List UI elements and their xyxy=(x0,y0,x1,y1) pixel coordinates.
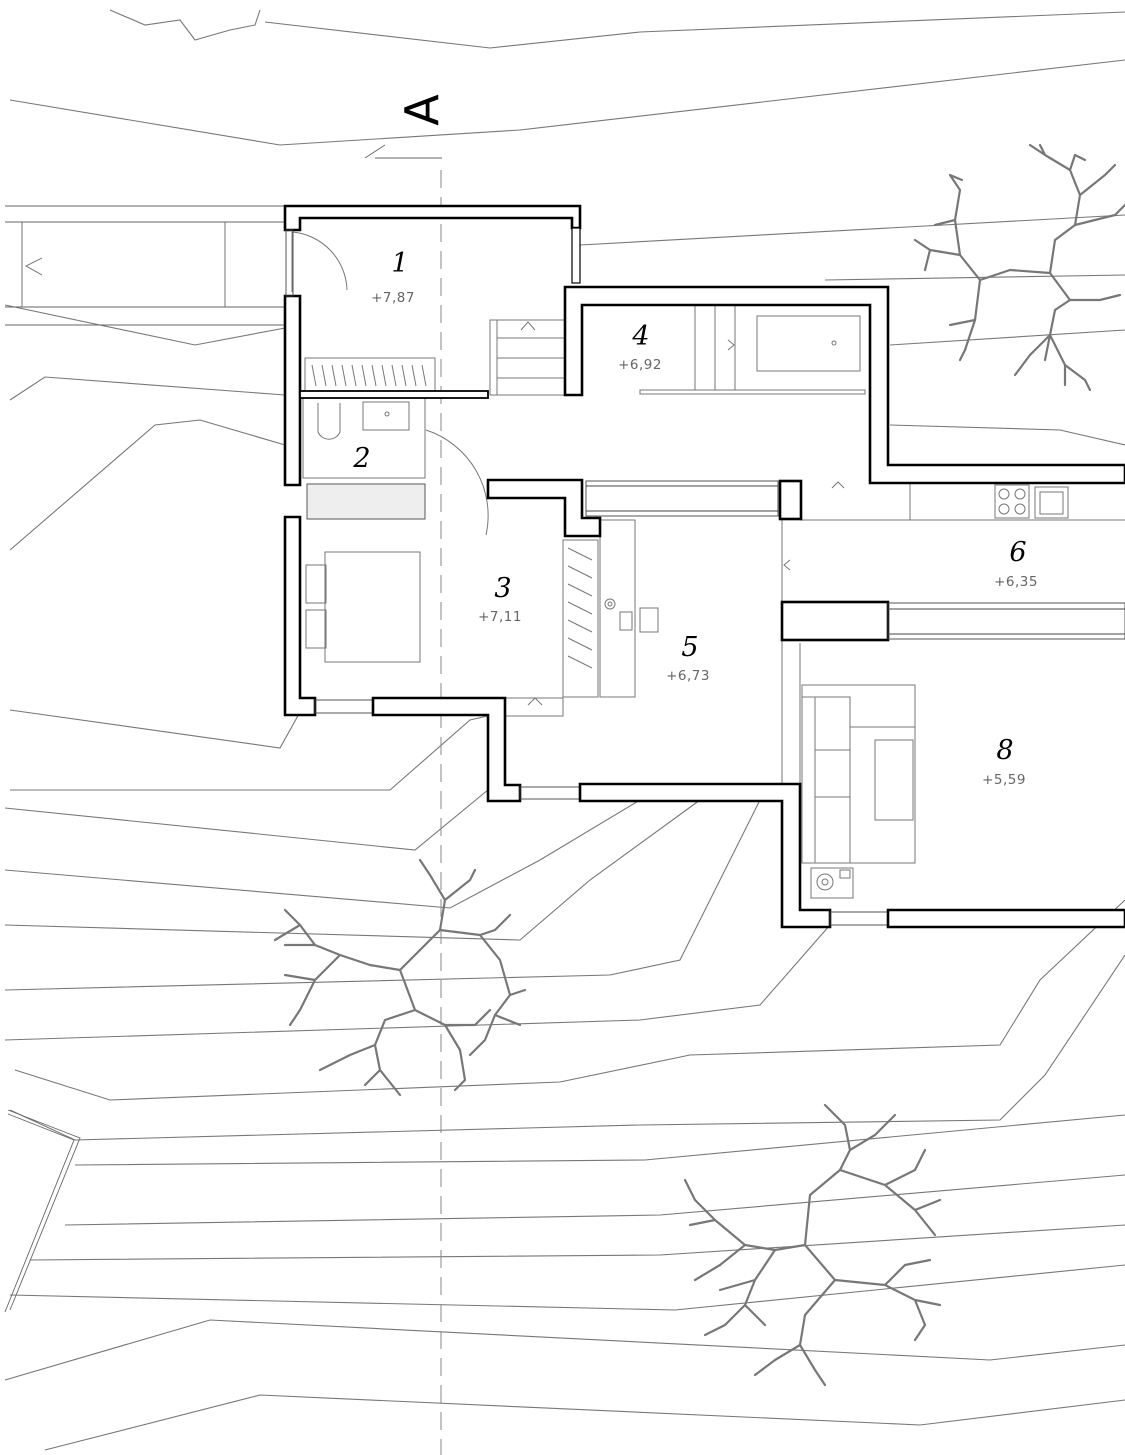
room-1-number: 1 xyxy=(391,248,408,279)
tree-icon xyxy=(913,143,1125,392)
room-5-level: +6,73 xyxy=(666,668,710,684)
walls xyxy=(283,204,1125,929)
room-4-level: +6,92 xyxy=(618,357,662,373)
section-line-a: A xyxy=(364,94,449,1455)
room-6-level: +6,35 xyxy=(994,574,1038,590)
room-6-number: 6 xyxy=(1009,537,1026,568)
room-1-level: +7,87 xyxy=(371,290,415,306)
room-2-number: 2 xyxy=(352,443,370,474)
room-labels: 1 +7,87 2 3 +7,11 4 +6,92 5 +6,73 6 +6,3… xyxy=(352,248,1038,788)
room-8-level: +5,59 xyxy=(982,772,1026,788)
room-4-number: 4 xyxy=(631,321,649,352)
terrain-contours xyxy=(4,9,1125,1451)
room-3-level: +7,11 xyxy=(478,609,522,625)
tree-icon xyxy=(683,1103,942,1387)
room-3-number: 3 xyxy=(494,573,511,604)
tree-icon xyxy=(273,858,527,1097)
room-5-number: 5 xyxy=(681,632,698,663)
section-mark-label: A xyxy=(395,94,449,126)
room-8-number: 8 xyxy=(996,735,1013,766)
terrace-deck xyxy=(5,205,285,326)
